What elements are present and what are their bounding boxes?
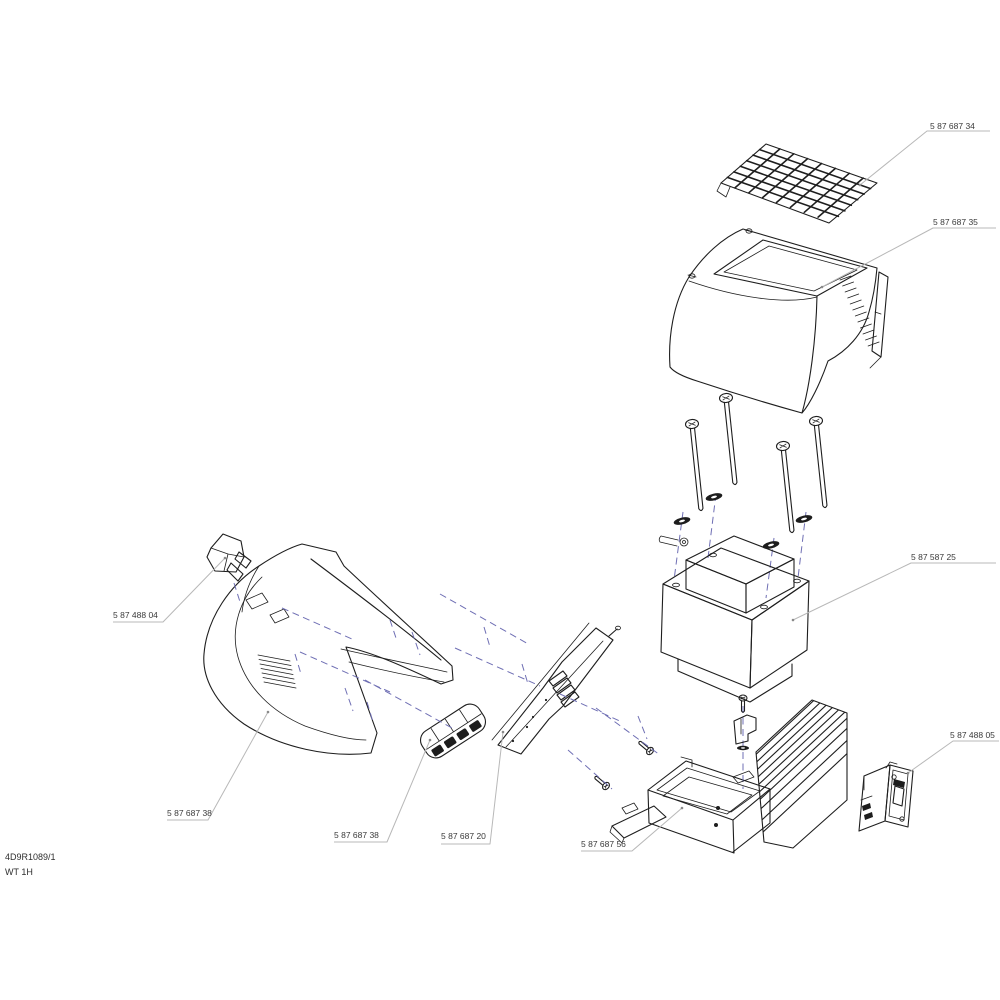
part-label-plug: 5 87 488 04 xyxy=(113,610,158,620)
heatsink-fins xyxy=(756,700,847,841)
pcb-panel-drawing xyxy=(491,622,621,755)
part-label-cover: 5 87 687 35 xyxy=(933,217,978,227)
washer xyxy=(794,513,814,525)
washer xyxy=(704,491,724,503)
mount-screw xyxy=(635,738,656,757)
part-label-housing: 5 87 687 38 xyxy=(167,808,212,818)
power-inlet-drawing xyxy=(858,761,914,832)
part-label-power-inlet: 5 87 488 05 xyxy=(950,730,995,740)
revision-code: WT 1H xyxy=(5,867,33,877)
part-label-grille: 5 87 687 34 xyxy=(930,121,975,131)
part-label-vent-insert: 5 87 687 38 xyxy=(334,830,379,840)
part-label-pcb-panel: 5 87 687 20 xyxy=(441,831,486,841)
part-label-transformer: 5 87 587 25 xyxy=(911,552,956,562)
washer xyxy=(761,539,781,551)
part-label-chassis: 5 87 687 56 xyxy=(581,839,626,849)
mount-screw xyxy=(591,773,612,792)
leader-lines xyxy=(113,130,999,852)
transformer-drawing xyxy=(660,535,810,703)
centerlines xyxy=(233,582,661,790)
plug-drawing xyxy=(206,533,252,582)
cover-drawing xyxy=(669,228,889,414)
drawing-number: 4D9R1089/1 xyxy=(5,852,56,862)
vent-insert-drawing xyxy=(419,703,487,759)
spacer-pin xyxy=(658,535,689,547)
grille-drawing xyxy=(716,143,878,224)
chassis-heatsink-drawing xyxy=(591,694,848,854)
clamp-assembly xyxy=(732,694,757,789)
screws-drawing xyxy=(658,392,833,599)
housing-drawing xyxy=(203,543,454,755)
